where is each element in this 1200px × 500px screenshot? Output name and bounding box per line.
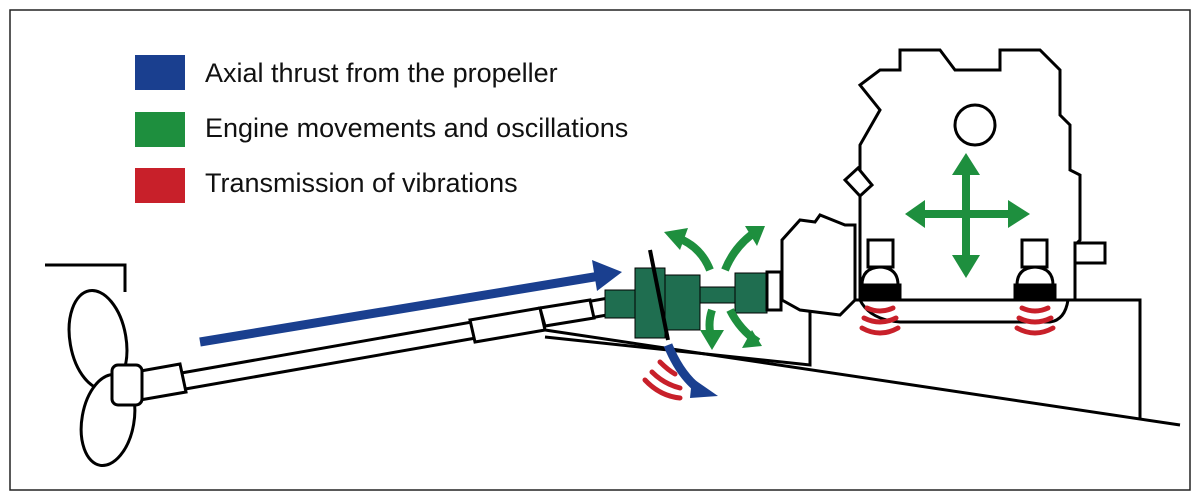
legend-label-axial-thrust: Axial thrust from the propeller <box>205 58 558 88</box>
bulkhead-plate <box>648 249 670 341</box>
legend-label-engine-movements: Engine movements and oscillations <box>205 113 628 143</box>
thrust-deflection-arrow <box>663 343 718 398</box>
oscillation-arrowheads <box>664 226 765 350</box>
legend: Axial thrust from the propeller Engine m… <box>135 55 628 203</box>
engine-mount-right <box>1013 238 1057 299</box>
flexible-coupling <box>604 267 768 339</box>
engine-movement-cross-arrow <box>905 153 1030 278</box>
gearbox-flange <box>765 270 783 312</box>
propeller <box>67 289 144 468</box>
engine-mount-left <box>858 238 902 299</box>
legend-swatch-red <box>135 168 185 203</box>
vibration-waves <box>642 305 1056 401</box>
legend-swatch-green <box>135 112 185 147</box>
propeller-shaft <box>128 294 626 402</box>
legend-swatch-blue <box>135 55 185 90</box>
legend-label-vibrations: Transmission of vibrations <box>205 168 518 198</box>
axial-thrust-arrow <box>199 260 622 347</box>
